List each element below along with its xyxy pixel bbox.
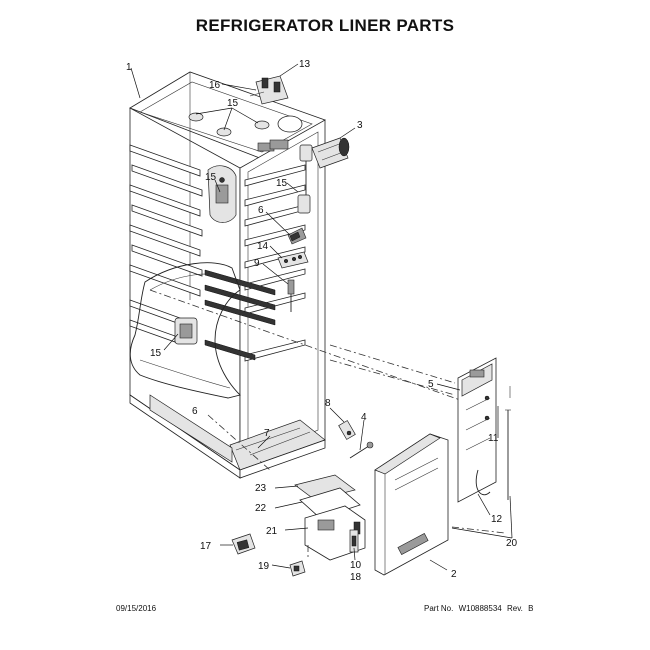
- cylinder-part-3: [311, 137, 350, 169]
- callout-14: 14: [257, 241, 269, 252]
- callout-6-upper: 6: [258, 205, 264, 216]
- part-number: W10888534: [458, 604, 502, 613]
- callout-11: 11: [488, 433, 499, 444]
- callout-23: 23: [255, 483, 267, 494]
- top-bracket-assembly: [249, 75, 289, 105]
- clip-part-19: [289, 560, 306, 577]
- lower-light-housing: [174, 317, 198, 345]
- screw-part-4: [349, 441, 374, 459]
- callout-7: 7: [264, 428, 270, 439]
- callout-16: 16: [209, 80, 221, 91]
- top-mounting-hardware: [188, 112, 303, 152]
- callout-20: 20: [506, 538, 518, 549]
- callout-13: 13: [299, 59, 311, 70]
- footer-date: 09/15/2016: [116, 604, 157, 613]
- right-door-switches: [297, 144, 313, 214]
- back-wall-rails: [204, 269, 276, 361]
- callout-15-left-wall: 15: [205, 172, 217, 183]
- callout-1: 1: [126, 62, 132, 73]
- callout-3: 3: [357, 120, 363, 131]
- assembly-guide-lines: [149, 289, 506, 558]
- callout-8: 8: [325, 398, 331, 409]
- callout-17: 17: [200, 541, 212, 552]
- callout-21: 21: [266, 526, 278, 537]
- callout-12: 12: [491, 514, 503, 525]
- callout-15-right-wall: 15: [276, 178, 288, 189]
- liner-panel-2: [374, 433, 449, 576]
- callout-9: 9: [254, 258, 260, 269]
- callout-leader-lines: [130, 63, 513, 571]
- callout-numbers: 1 13 16 15 3 15 15 6 14 9 15 5 11 6 8 4 …: [126, 59, 518, 583]
- callout-2: 2: [451, 569, 457, 580]
- callout-15-top: 15: [227, 98, 239, 109]
- evaporator-cover-assembly-5: [457, 357, 497, 503]
- callout-10: 10: [350, 560, 362, 571]
- right-wall-bracket-6: [287, 227, 307, 245]
- plug-part-8: [338, 420, 356, 440]
- right-wall-module-14: [277, 251, 309, 269]
- callout-5: 5: [428, 379, 434, 390]
- diagram-title: REFRIGERATOR LINER PARTS: [195, 16, 455, 35]
- callout-15-lower: 15: [150, 348, 162, 359]
- revision-label: Rev.: [506, 604, 523, 613]
- callout-6-lower: 6: [192, 406, 198, 417]
- revision-value: B: [528, 604, 534, 613]
- part-number-label: Part No.: [424, 604, 454, 613]
- footer-part-info: Part No. W10888534 Rev. B: [424, 604, 536, 613]
- liner-cutaway-outline: [129, 262, 241, 399]
- right-wall-shelf-rails: [244, 164, 306, 362]
- sensor-part-9: [287, 279, 295, 312]
- callout-19: 19: [258, 561, 270, 572]
- fan-motor-part-17: [231, 533, 256, 555]
- left-wall-shelf-rails: [129, 144, 203, 343]
- callout-18: 18: [350, 572, 362, 583]
- callout-4: 4: [361, 412, 367, 423]
- callout-22: 22: [255, 503, 267, 514]
